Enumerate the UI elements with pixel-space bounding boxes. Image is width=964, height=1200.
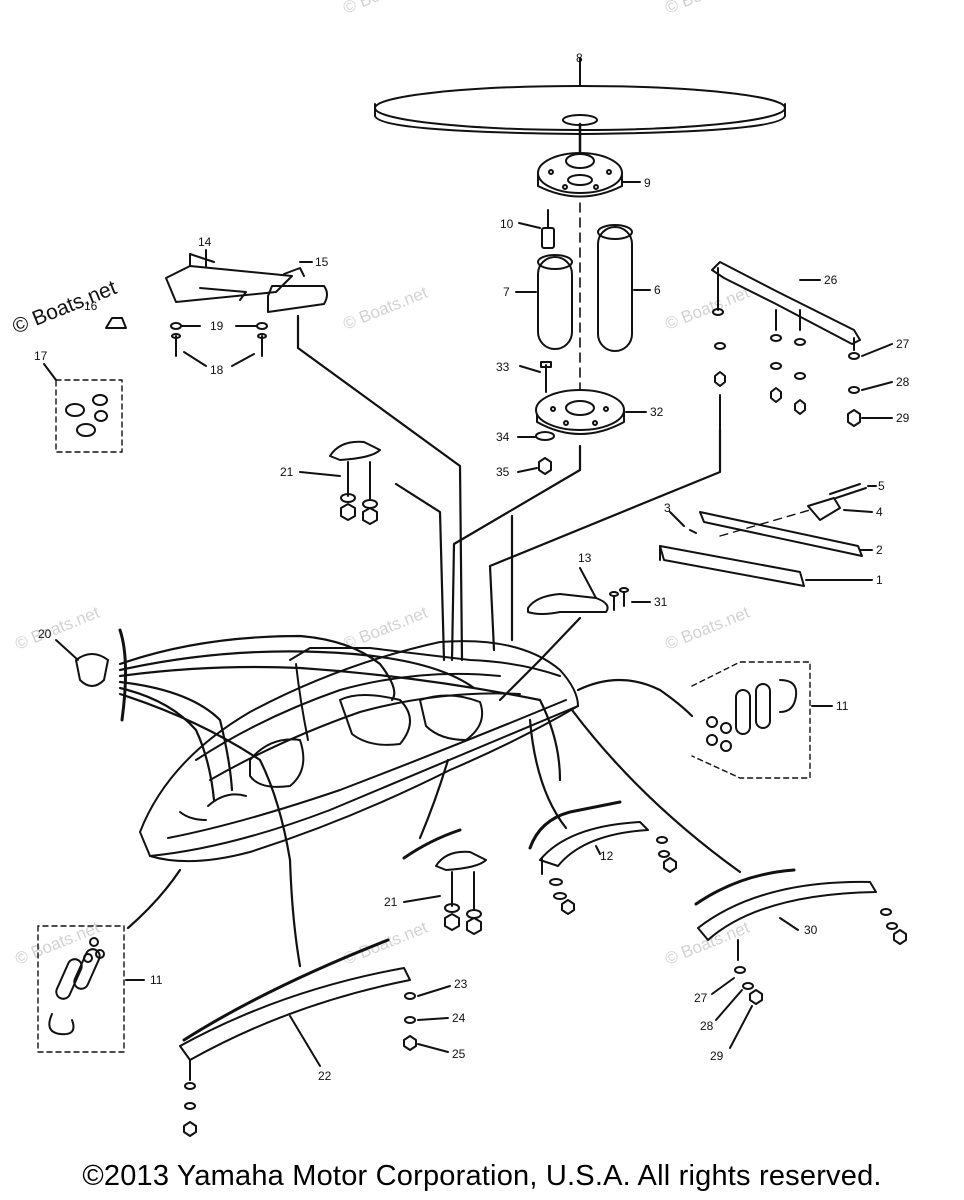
watermark-text: © Boats.net [340, 918, 430, 969]
callout-28: 28 [896, 375, 910, 389]
part-30-side-rail [697, 880, 907, 1005]
part-11-kit-box-right [691, 661, 811, 779]
callout-11: 11 [836, 699, 849, 713]
part-17-bumpers [65, 394, 108, 437]
callout-7: 7 [503, 285, 510, 299]
callout-15: 15 [315, 255, 329, 269]
callout-28: 28 [700, 1019, 714, 1033]
part-31-fasteners [609, 587, 629, 611]
part-2-rail [699, 511, 863, 557]
watermark-text: © Boats.net [662, 0, 752, 18]
callout-1: 1 [876, 573, 883, 587]
part-10-pin [541, 209, 555, 249]
part-6-cushion [597, 224, 633, 352]
part-17-kit-box [55, 379, 123, 453]
part-21-cleat-lower [435, 850, 487, 935]
watermark-text: © Boats.net [340, 603, 430, 654]
boat-hull [139, 640, 579, 863]
part-14-bracket [165, 253, 293, 303]
watermark-text: © Boats.net [340, 283, 430, 334]
watermark-logo: © Boats.net [9, 276, 120, 339]
part-34-washer [535, 431, 555, 441]
callout-19: 19 [210, 319, 224, 333]
callout-11: 11 [150, 973, 163, 987]
part-21-cleat-upper [329, 440, 381, 525]
watermark-text: © Boats.net [662, 603, 752, 654]
part-20-light [75, 653, 109, 687]
leader-lines [118, 314, 742, 968]
part-9-mounting-plate [537, 152, 623, 198]
callout-34: 34 [496, 430, 510, 444]
callout-27: 27 [694, 991, 708, 1005]
callout-33: 33 [496, 360, 510, 374]
callout-10: 10 [500, 217, 514, 231]
callout-14: 14 [198, 235, 212, 249]
callout-29: 29 [710, 1049, 724, 1063]
callout-27: 27 [896, 337, 910, 351]
part-1-rail [659, 545, 805, 587]
part-15-cover [267, 267, 328, 313]
callout-16: 16 [84, 299, 98, 313]
callout-3: 3 [664, 501, 671, 515]
callout-21: 21 [280, 465, 294, 479]
callout-5: 5 [878, 479, 885, 493]
callout-31: 31 [654, 595, 668, 609]
callout-26: 26 [824, 273, 838, 287]
callout-35: 35 [496, 465, 510, 479]
callout-12: 12 [600, 849, 614, 863]
part-5-screws [829, 483, 867, 499]
callout-21: 21 [384, 895, 398, 909]
part-16-knob [105, 317, 127, 329]
callout-32: 32 [650, 405, 664, 419]
part-26-handrail [711, 261, 861, 345]
callout-20: 20 [38, 627, 52, 641]
part-12-handle [539, 821, 677, 915]
callout-24: 24 [452, 1011, 466, 1025]
callout-9: 9 [644, 176, 651, 190]
callout-6: 6 [654, 283, 661, 297]
callout-29: 29 [896, 411, 910, 425]
copyright-notice: ©2013 Yamaha Motor Corporation, U.S.A. A… [82, 1160, 882, 1192]
part-23-25-hardware [403, 992, 417, 1051]
part-13-grab-handle [527, 593, 609, 615]
callout-8: 8 [576, 51, 583, 65]
callout-17: 17 [34, 349, 48, 363]
part-35-nut [538, 457, 552, 475]
watermark-text: © Boats.net [12, 603, 102, 654]
watermark-text: © Boats.net [662, 283, 752, 334]
part-11-kit-box-left [37, 925, 125, 1053]
callout-30: 30 [804, 923, 818, 937]
part-33-bolt [540, 361, 552, 393]
callout-4: 4 [876, 505, 883, 519]
part-18-screws [171, 333, 267, 357]
callout-13: 13 [578, 551, 592, 565]
callout-25: 25 [452, 1047, 466, 1061]
callout-22: 22 [318, 1069, 332, 1083]
part-32-lower-mount [535, 389, 625, 435]
callout-18: 18 [210, 363, 224, 377]
callout-2: 2 [876, 543, 883, 557]
part-26-hardware [712, 299, 861, 427]
part-7-cushion [537, 254, 573, 350]
callout-23: 23 [454, 977, 468, 991]
watermark-text: © Boats.net [340, 0, 430, 18]
part-4-clip [807, 497, 841, 521]
part-22-long-rail [179, 938, 411, 1137]
